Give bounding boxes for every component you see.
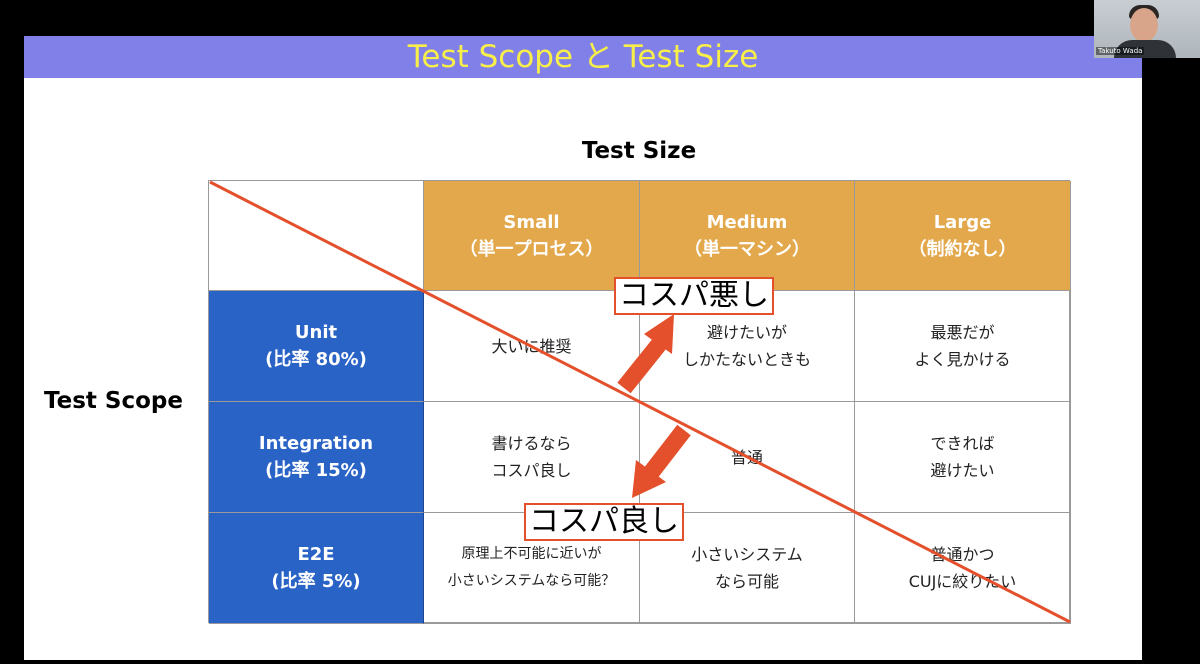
- cell-line: 小さいシステム: [691, 545, 803, 564]
- webcam-video: Takuto Wada: [1094, 0, 1200, 58]
- table-cell-integration-small: 書けるなら コスパ良し: [424, 402, 640, 513]
- row-name: Integration: [258, 433, 374, 454]
- cell-line: 普通: [730, 447, 763, 467]
- test-scope-heading: Test Scope: [44, 388, 183, 414]
- callout-cost-bad: コスパ悪し: [614, 277, 774, 315]
- cell-line: 小さいシステムなら可能？: [447, 573, 616, 589]
- table-cell-unit-small: 大いに推奨: [424, 291, 640, 402]
- column-sub: （単一マシン）: [684, 238, 810, 260]
- column-name: Large: [933, 211, 992, 233]
- person-head: [1130, 8, 1158, 42]
- column-name: Medium: [706, 211, 788, 233]
- slide-title: Test Scope と Test Size: [24, 36, 1142, 78]
- cell-line: しかたないときも: [682, 350, 811, 369]
- row-header-unit: Unit (比率 80%): [209, 291, 424, 402]
- cell-line: 避けたい: [930, 461, 995, 480]
- table-corner-cell: [209, 181, 424, 291]
- cell-line: コスパ良し: [491, 461, 572, 480]
- scope-size-table: Small （単一プロセス） Medium （単一マシン） Large （制約な…: [208, 180, 1071, 624]
- cell-line: なら可能: [714, 572, 779, 591]
- row-name: E2E: [297, 544, 335, 565]
- cell-line: よく見かける: [914, 350, 1011, 369]
- table-cell-integration-large: できれば 避けたい: [855, 402, 1071, 513]
- cell-line: できれば: [930, 434, 995, 453]
- column-header-small: Small （単一プロセス）: [424, 181, 640, 291]
- cell-line: 書けるなら: [491, 434, 572, 453]
- table-cell-e2e-large: 普通かつ CUJに絞りたい: [855, 513, 1071, 624]
- callout-cost-good: コスパ良し: [524, 503, 684, 541]
- cell-line: 大いに推奨: [491, 336, 572, 356]
- cell-line: 普通かつ: [930, 545, 995, 564]
- row-header-e2e: E2E (比率 5%): [209, 513, 424, 624]
- row-ratio: (比率 80%): [265, 349, 367, 370]
- column-name: Small: [503, 211, 560, 233]
- table-cell-integration-medium: 普通: [640, 402, 855, 513]
- slide: Test Scope と Test Size Test Size Test Sc…: [24, 36, 1142, 660]
- column-sub: （単一プロセス）: [459, 238, 604, 260]
- person-shirt: [1114, 40, 1176, 58]
- column-header-medium: Medium （単一マシン）: [640, 181, 855, 291]
- cell-line: 原理上不可能に近いが: [461, 546, 602, 562]
- cell-line: CUJに絞りたい: [908, 572, 1017, 591]
- column-sub: （制約なし）: [908, 238, 1017, 260]
- row-ratio: (比率 15%): [265, 460, 367, 481]
- test-size-heading: Test Size: [581, 138, 697, 164]
- cell-line: 避けたいが: [706, 323, 787, 342]
- participant-name: Takuto Wada: [1096, 47, 1145, 55]
- column-header-large: Large （制約なし）: [855, 181, 1071, 291]
- table-cell-unit-large: 最悪だが よく見かける: [855, 291, 1071, 402]
- cell-line: 最悪だが: [930, 323, 995, 342]
- row-name: Unit: [294, 322, 338, 343]
- row-ratio: (比率 5%): [271, 571, 361, 592]
- row-header-integration: Integration (比率 15%): [209, 402, 424, 513]
